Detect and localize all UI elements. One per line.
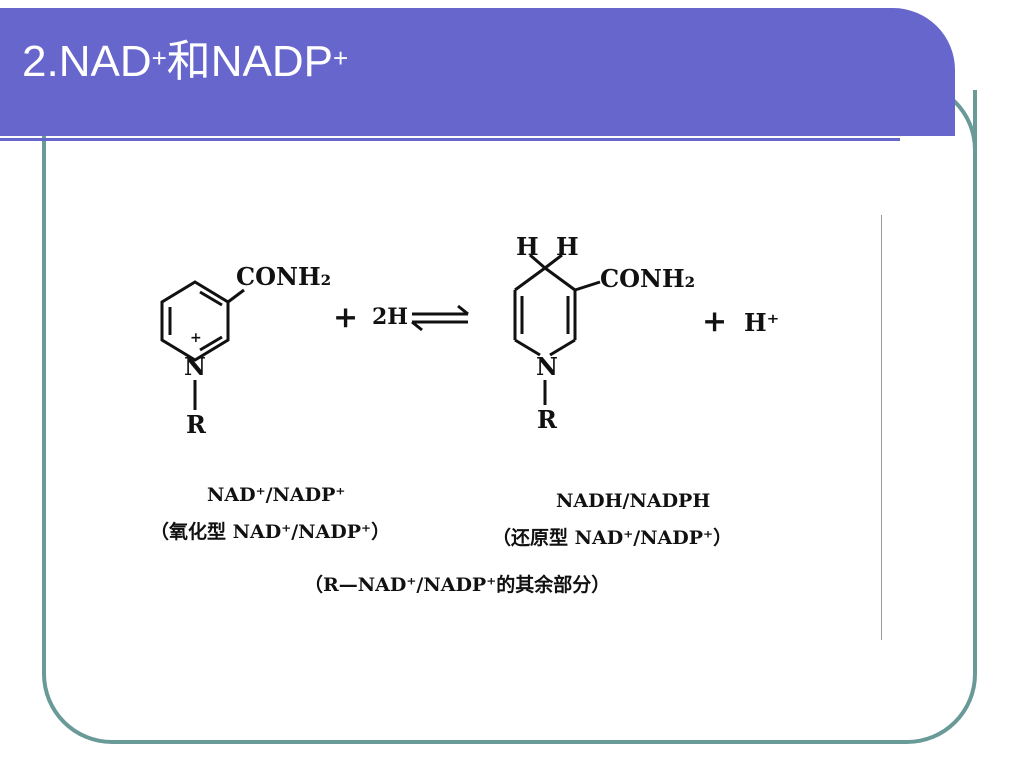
left-nplus-label: + xyxy=(190,330,202,346)
left-r-label: R xyxy=(186,410,206,439)
right-conh2-label: CONH₂ xyxy=(600,264,696,293)
title-underline xyxy=(0,138,900,141)
right-h1-label: H xyxy=(516,232,539,261)
h-plus-label: H⁺ xyxy=(744,308,780,337)
nadh-reduced-ring xyxy=(513,253,601,405)
slide-title: 2.NAD+和NADP+ xyxy=(22,37,349,86)
oxidized-name: NAD⁺/NADP⁺ xyxy=(207,484,346,506)
reduced-name: NADH/NADPH xyxy=(556,490,711,512)
reduced-description: （还原型 NAD⁺/NADP⁺） xyxy=(492,527,733,549)
plus-sign-2: + xyxy=(702,304,728,339)
title-bar xyxy=(0,8,955,136)
equilibrium-arrow xyxy=(411,304,469,332)
right-h2-label: H xyxy=(556,232,579,261)
left-conh2-label: CONH₂ xyxy=(236,262,332,291)
figure-edge-line xyxy=(881,215,882,640)
two-h-label: 2H xyxy=(372,304,409,330)
content-frame xyxy=(42,90,977,744)
oxidized-description: （氧化型 NAD⁺/NADP⁺） xyxy=(150,521,391,543)
nad-oxidized-ring xyxy=(160,280,245,410)
r-group-footnote: （R—NAD⁺/NADP⁺的其余部分） xyxy=(304,574,611,596)
right-r-label: R xyxy=(537,405,557,434)
right-n-label: N xyxy=(536,352,558,381)
left-n-label: N xyxy=(184,352,206,381)
plus-sign-1: + xyxy=(333,300,359,335)
